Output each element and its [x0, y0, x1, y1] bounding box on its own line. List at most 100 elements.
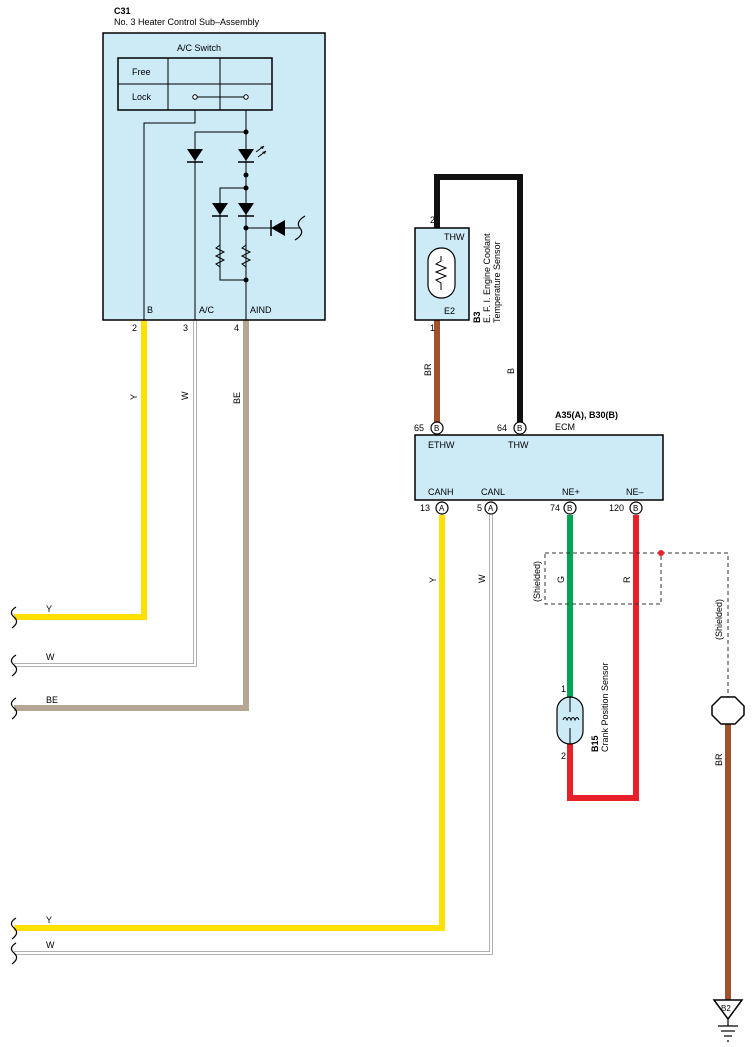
ecm-term-thw: THW: [508, 440, 529, 450]
c31-ac-line: [194, 110, 247, 320]
switch-contact-left: [192, 94, 198, 100]
wire-label-w-canl: W: [477, 574, 487, 583]
ground-label: B2: [721, 1004, 731, 1013]
wire-label-br-ground: BR: [714, 753, 724, 766]
ecm-term-ethw: ETHW: [428, 440, 455, 450]
wire-label-br-b3: BR: [423, 363, 433, 376]
ecm-pin-5: 5: [477, 503, 482, 513]
switch-contact-right: [243, 94, 249, 100]
shield-junction: [658, 550, 664, 556]
ecm-term-canl: CANL: [481, 487, 505, 497]
wire-label-y-horiz-1: Y: [46, 604, 52, 614]
c31-diode-left: [212, 203, 228, 215]
ecm-pin-74: 74: [550, 503, 560, 513]
b3-pin-1: 1: [430, 323, 435, 333]
b3-term-thw: THW: [444, 232, 465, 242]
b3-term-e2: E2: [444, 306, 455, 316]
c31-led: [238, 149, 254, 161]
ecm-conn-a-5: [484, 501, 498, 515]
wire-label-y-vert: Y: [129, 394, 139, 400]
ecm-conn-a-13: [435, 501, 449, 515]
c31-pin-4: 4: [234, 323, 239, 333]
ecm-pin-13: 13: [420, 503, 430, 513]
b3-pin-2: 2: [430, 215, 435, 225]
wire-w-canl-core: [14, 515, 492, 954]
ecm-conn-b-120-label: B: [633, 504, 638, 513]
b15-code: B15: [590, 735, 600, 752]
break-mark-w2-icon: [10, 942, 18, 965]
c31-resistor-right: [240, 240, 252, 272]
b15-coil-icon: [562, 717, 580, 722]
wire-label-y-horiz-2: Y: [46, 915, 52, 925]
wire-y-c31: [14, 320, 147, 620]
b15-pin-2: 2: [561, 751, 566, 761]
ecm-conn-b-120: [629, 501, 643, 515]
ecm-conn-b-74: [563, 501, 577, 515]
led-arrow-1-icon: [260, 146, 264, 149]
c31-pin-2: 2: [132, 323, 137, 333]
wire-w-c31: [14, 320, 197, 667]
shielded-label-1: (Shielded): [532, 561, 542, 602]
switch-free-label: Free: [132, 67, 151, 77]
ecm-pin-120: 120: [609, 503, 624, 513]
shield-octagon-icon: [711, 696, 745, 725]
b3-thermistor-symbol: [434, 256, 448, 290]
ecm-code: A35(A), B30(B): [555, 410, 618, 420]
b3-name-line2: Temperature Sensor: [492, 241, 502, 323]
wire-label-w-vert: W: [180, 391, 190, 400]
switch-lock-label: Lock: [132, 92, 152, 102]
c31-junction-2: [243, 172, 249, 178]
wire-label-be-vert: BE: [232, 392, 242, 404]
b3-code: B3: [472, 311, 482, 323]
wire-label-be-horiz: BE: [46, 695, 58, 705]
wire-w-canl: [14, 515, 493, 955]
ecm-term-ne-plus: NE+: [562, 487, 580, 497]
ecm-pin-65: 65: [414, 423, 424, 433]
c31-term-ac: A/C: [199, 305, 215, 315]
wire-label-w-horiz-1: W: [46, 652, 55, 662]
ecm-name: ECM: [555, 422, 575, 432]
c31-diode-ac: [187, 149, 203, 161]
c31-parallel-branch: [219, 187, 246, 281]
c31-b-line: [143, 110, 196, 320]
c31-name: No. 3 Heater Control Sub–Assembly: [114, 17, 260, 27]
c31-term-aind: AIND: [250, 305, 272, 315]
b3-thermistor: [427, 247, 456, 299]
ground-triangle-icon: [712, 999, 744, 1021]
ecm-conn-b-65-label: B: [434, 424, 439, 433]
ecm-conn-b-64-label: B: [517, 424, 522, 433]
ecm-term-canh: CANH: [428, 487, 454, 497]
c31-junction-5: [243, 277, 249, 283]
break-mark-y2-icon: [10, 917, 18, 940]
wire-label-b: B: [506, 368, 516, 374]
wire-y-canh: [14, 515, 445, 931]
wire-label-r: R: [622, 576, 632, 583]
break-mark-y1-icon: [10, 606, 18, 629]
ecm-pin-64: 64: [497, 423, 507, 433]
break-mark-be-icon: [10, 697, 18, 720]
wire-be-c31: [14, 320, 249, 711]
ecm-box: [414, 434, 664, 501]
c31-diode-horizontal: [271, 220, 285, 236]
b3-name-line1: E. F. I. Engine Coolant: [482, 233, 492, 323]
c31-term-b: B: [147, 305, 153, 315]
ecm-term-ne-minus: NE–: [626, 487, 644, 497]
b15-name: Crank Position Sensor: [600, 662, 610, 752]
wire-w-c31-core: [14, 320, 196, 666]
wire-label-y-canh: Y: [428, 577, 438, 583]
c31-break-mark-icon: [294, 215, 306, 241]
ecm-conn-b-65: [430, 421, 444, 435]
break-mark-w1-icon: [10, 654, 18, 677]
ecm-conn-a-5-label: A: [488, 504, 494, 513]
ecm-conn-b-74-label: B: [567, 504, 572, 513]
wire-label-g: G: [556, 576, 566, 583]
shielded-label-2: (Shielded): [714, 599, 724, 640]
wire-r-ne-minus: [567, 515, 639, 801]
c31-pin-3: 3: [183, 323, 188, 333]
shield-box: [544, 552, 662, 605]
c31-resistor-left: [214, 240, 226, 272]
c31-code: C31: [114, 6, 131, 16]
c31-diode-right: [238, 203, 254, 215]
wire-b-thw: [434, 174, 523, 422]
